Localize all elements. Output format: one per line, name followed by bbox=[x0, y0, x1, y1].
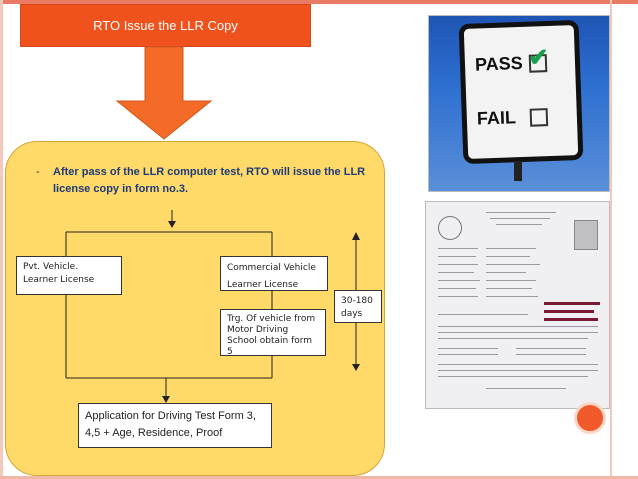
doc-line bbox=[516, 348, 586, 349]
seal-icon bbox=[438, 216, 462, 240]
doc-line bbox=[438, 272, 474, 273]
top-border bbox=[0, 0, 638, 4]
doc-line bbox=[486, 388, 566, 389]
doc-line bbox=[438, 370, 598, 371]
doc-line bbox=[486, 264, 540, 265]
doc-line bbox=[438, 338, 588, 339]
doc-line bbox=[438, 364, 598, 365]
arrowhead-top bbox=[168, 221, 176, 228]
pvt-vehicle-label: Pvt. Vehicle. Learner License bbox=[23, 262, 95, 285]
bullet-marker: - bbox=[36, 166, 40, 178]
doc-line bbox=[486, 256, 530, 257]
doc-line bbox=[486, 296, 538, 297]
doc-line bbox=[438, 264, 478, 265]
application-box: Application for Driving Test Form 3, 4,5… bbox=[78, 403, 272, 448]
left-border bbox=[0, 0, 3, 479]
photo-icon bbox=[574, 220, 598, 250]
doc-line bbox=[496, 224, 542, 225]
doc-line bbox=[490, 218, 550, 219]
training-box: Trg. Of vehicle from Motor Driving Schoo… bbox=[220, 309, 326, 357]
arrowhead-days-up bbox=[352, 232, 360, 240]
doc-line bbox=[438, 326, 598, 327]
pass-label: PASS bbox=[474, 52, 524, 75]
doc-line bbox=[438, 332, 598, 333]
pass-row: PASS ✔ bbox=[474, 44, 549, 75]
sign-card: PASS ✔ FAIL bbox=[458, 19, 584, 165]
commercial-vehicle-line2: Learner License bbox=[227, 280, 299, 290]
doc-line bbox=[438, 288, 476, 289]
commercial-vehicle-line1: Commercial Vehicle bbox=[227, 263, 316, 273]
doc-stamp bbox=[544, 302, 600, 305]
doc-line bbox=[438, 248, 478, 249]
fail-checkbox bbox=[529, 107, 549, 127]
doc-line bbox=[438, 280, 480, 281]
decorative-circle bbox=[574, 402, 606, 434]
days-label: 30-180 days bbox=[341, 296, 373, 319]
doc-line bbox=[438, 314, 528, 315]
fail-row: FAIL bbox=[477, 106, 549, 129]
check-icon: ✔ bbox=[528, 43, 550, 72]
commercial-vehicle-box: Commercial Vehicle Learner License bbox=[220, 256, 328, 291]
sign-post bbox=[514, 161, 522, 181]
llr-document-image bbox=[425, 201, 610, 409]
doc-line bbox=[438, 376, 588, 377]
doc-line bbox=[438, 256, 476, 257]
pass-checkbox: ✔ bbox=[528, 44, 549, 73]
doc-line bbox=[486, 272, 526, 273]
doc-line bbox=[486, 280, 536, 281]
doc-line bbox=[486, 288, 532, 289]
doc-line bbox=[486, 248, 536, 249]
bottom-border bbox=[0, 476, 638, 479]
doc-line bbox=[438, 354, 498, 355]
application-label: Application for Driving Test Form 3, 4,5… bbox=[85, 410, 256, 439]
big-down-arrow bbox=[115, 46, 213, 140]
pvt-vehicle-box: Pvt. Vehicle. Learner License bbox=[16, 256, 122, 295]
arrowhead-app bbox=[162, 396, 170, 403]
doc-stamp bbox=[544, 310, 594, 313]
title-text: RTO Issue the LLR Copy bbox=[93, 18, 238, 33]
training-label: Trg. Of vehicle from Motor Driving Schoo… bbox=[227, 314, 316, 357]
right-border bbox=[610, 0, 612, 479]
days-box: 30-180 days bbox=[334, 290, 382, 323]
arrowhead-days-down bbox=[352, 364, 360, 371]
doc-line bbox=[516, 354, 586, 355]
doc-line bbox=[486, 212, 556, 213]
doc-stamp bbox=[544, 318, 598, 321]
doc-line bbox=[438, 296, 478, 297]
fail-label: FAIL bbox=[476, 107, 517, 129]
pass-fail-sign-image: PASS ✔ FAIL bbox=[428, 15, 610, 192]
doc-line bbox=[438, 348, 498, 349]
bullet-text: After pass of the LLR computer test, RTO… bbox=[53, 166, 366, 195]
